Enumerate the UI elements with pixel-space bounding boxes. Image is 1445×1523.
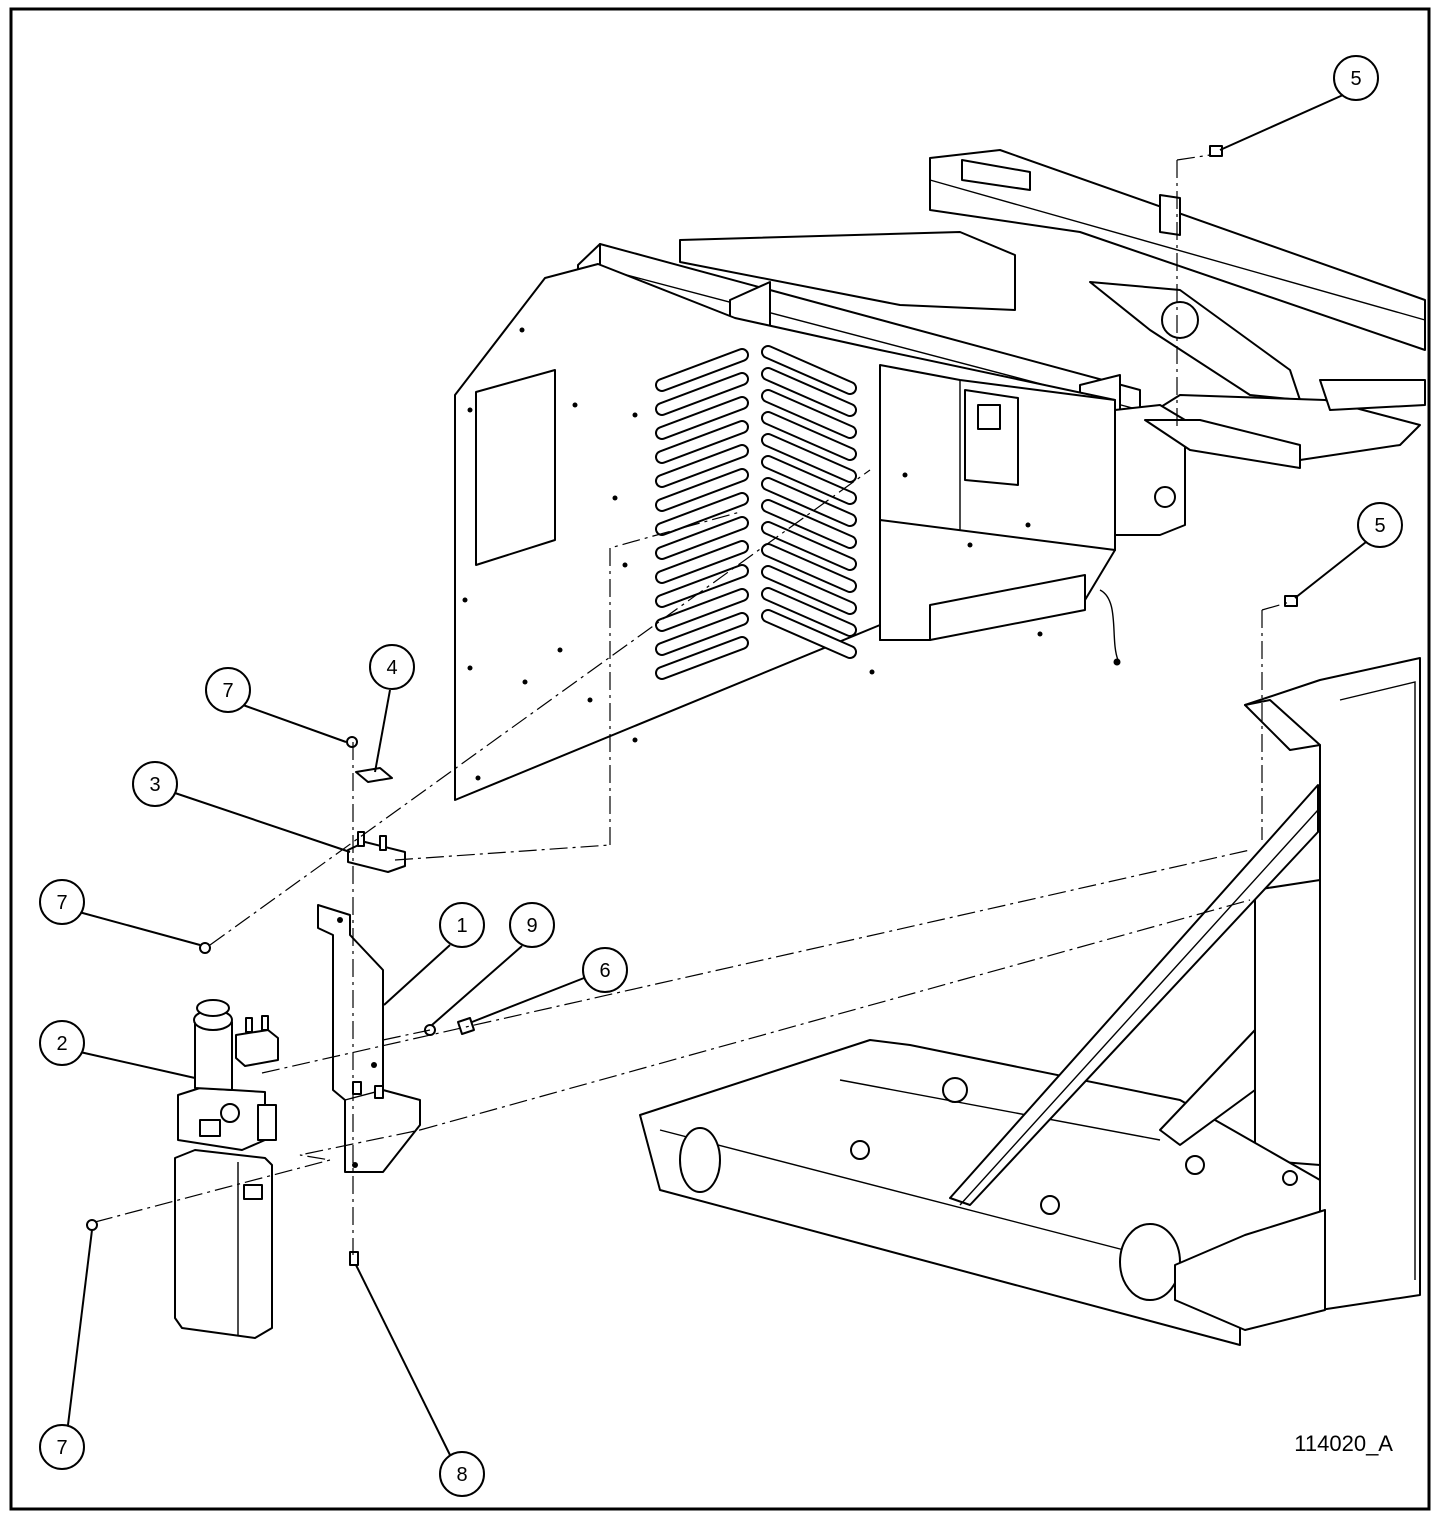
vent-slot-inner	[763, 589, 855, 635]
callout-label: 3	[149, 774, 160, 796]
callout-label: 7	[222, 680, 233, 702]
vent-slot-inner	[657, 518, 747, 558]
lower-frame-assembly	[639, 657, 1421, 1346]
callout-7-left: 7	[39, 879, 201, 946]
vent-slot-inner	[657, 350, 747, 390]
callout-label: 7	[56, 892, 67, 914]
callout-6: 6	[471, 947, 628, 1023]
callout-4: 4	[369, 644, 415, 773]
callout-label: 6	[599, 960, 610, 982]
fastener-hardware	[86, 145, 1298, 1266]
callout-8: 8	[355, 1264, 485, 1497]
callout-label: 8	[456, 1464, 467, 1486]
callout-5-top: 5	[1219, 55, 1379, 151]
circuit-breaker	[347, 831, 406, 873]
vent-slot-inner	[763, 545, 855, 591]
pump-motor-unit	[174, 999, 279, 1339]
callout-label: 4	[386, 657, 397, 679]
vent-slot-inner	[657, 590, 747, 630]
vent-slot-inner	[763, 413, 855, 459]
callout-7-upper: 7	[205, 667, 347, 743]
callout-7-bottom: 7	[39, 1229, 93, 1470]
vent-slot-inner	[657, 614, 747, 654]
vent-slot-inner	[657, 398, 747, 438]
callout-3: 3	[132, 761, 351, 853]
vent-slot-inner	[763, 369, 855, 415]
vent-slot-inner	[763, 611, 855, 657]
vent-slot-inner	[657, 494, 747, 534]
vent-slot-inner	[763, 567, 855, 613]
callout-label: 2	[56, 1033, 67, 1055]
vent-slot-inner	[763, 347, 855, 393]
drawing-frame	[9, 7, 1431, 1511]
vent-slot-inner	[763, 457, 855, 503]
vent-slot-inner	[657, 446, 747, 486]
vent-slots-left	[655, 348, 749, 680]
vent-slot-inner	[657, 638, 747, 678]
callout-label: 1	[456, 915, 467, 937]
vent-slot-inner	[763, 479, 855, 525]
callout-label: 7	[56, 1437, 67, 1459]
vent-slot-inner	[763, 435, 855, 481]
bracket	[317, 904, 421, 1173]
callout-1: 1	[383, 902, 485, 1006]
vent-slot-inner	[763, 391, 855, 437]
vent-slot-inner	[657, 470, 747, 510]
vent-slot-inner	[657, 566, 747, 606]
callout-2: 2	[39, 1020, 196, 1079]
upper-frame-assembly	[577, 149, 1426, 536]
callout-label: 9	[526, 915, 537, 937]
vent-slot-inner	[763, 523, 855, 569]
callout-label: 5	[1350, 68, 1361, 90]
drawing-number: 114020_A	[1294, 1431, 1393, 1456]
breaker-cover	[355, 767, 393, 783]
alignment-centerlines	[94, 154, 1291, 1255]
vent-slot-inner	[657, 374, 747, 414]
callout-label: 5	[1374, 515, 1385, 537]
vent-slot-inner	[657, 422, 747, 462]
vent-slot-inner	[763, 501, 855, 547]
callout-5-right: 5	[1294, 502, 1403, 599]
vent-slots-right	[761, 345, 857, 659]
callout-9: 9	[431, 902, 555, 1026]
vent-slot-inner	[657, 542, 747, 582]
